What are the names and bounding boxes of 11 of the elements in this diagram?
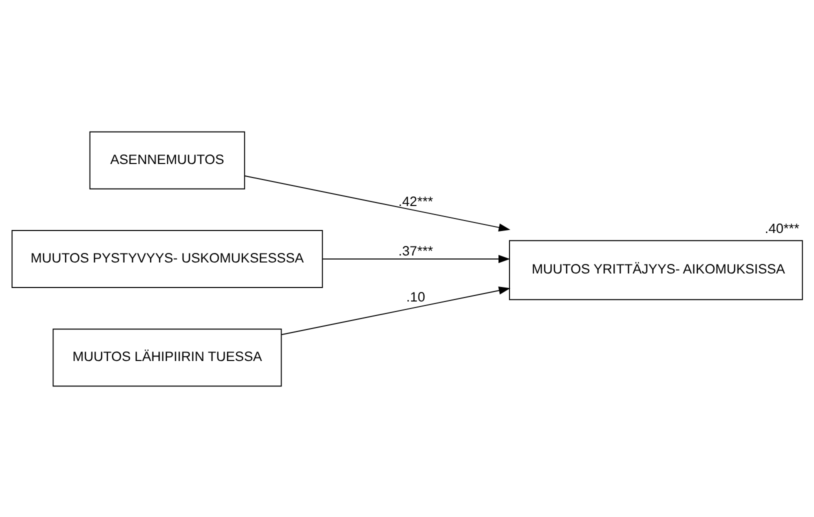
edge-label: .10 <box>406 289 426 304</box>
edge-label: .42*** <box>398 194 433 209</box>
node-box: MUUTOS PYSTYVYYS- USKOMUKSESSSA <box>12 230 323 288</box>
node-box: MUUTOS YRITTÄJYYS- AIKOMUKSISSA <box>509 240 803 300</box>
arrow <box>281 286 510 335</box>
node-box: MUUTOS LÄHIPIIRIN TUESSA <box>52 328 282 386</box>
node-box: ASENNEMUUTOS <box>89 130 246 189</box>
arrow <box>244 174 510 231</box>
edge-label: .37*** <box>398 242 433 258</box>
node-label: .40*** <box>764 220 800 236</box>
arrow <box>322 254 510 263</box>
